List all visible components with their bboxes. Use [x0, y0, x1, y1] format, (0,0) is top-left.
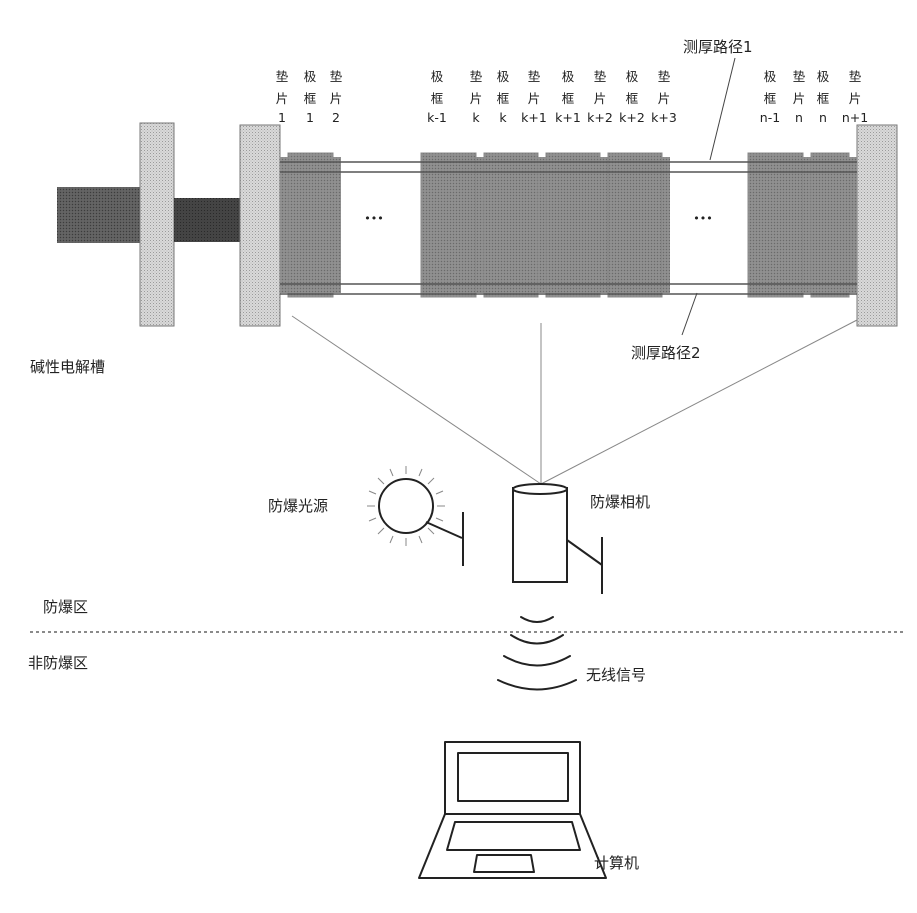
column-label-15-line-3: n+1: [842, 110, 868, 125]
column-label-4-line-2: 框: [431, 91, 444, 106]
light-arm: [426, 522, 462, 538]
connector-shaft: [174, 198, 242, 242]
gasket-k+3: [662, 157, 670, 293]
explosion-proof-light-source: [367, 466, 463, 566]
column-label-10-line-1: 极: [626, 69, 639, 84]
column-label-13-line-3: n: [795, 110, 803, 125]
measurement-path-2: 测厚路径2: [631, 293, 701, 362]
column-label-8-line-1: 极: [562, 69, 575, 84]
frame-k: [484, 153, 538, 297]
column-label-12-line-1: 极: [764, 69, 777, 84]
light-bulb: [379, 479, 433, 533]
column-label-11-line-1: 垫: [658, 69, 671, 84]
column-label-14-line-1: 极: [817, 69, 830, 84]
column-label-10-line-2: 框: [626, 91, 639, 106]
path-1-leader: [710, 58, 735, 160]
column-label-1-line-3: 1: [278, 110, 286, 125]
column-label-7-line-2: 片: [528, 91, 541, 106]
column-label-13-line-1: 垫: [793, 69, 806, 84]
path-2-label: 测厚路径2: [631, 344, 701, 362]
column-label-6-line-1: 极: [497, 69, 510, 84]
column-label-5-line-3: k: [472, 110, 480, 125]
computer-icon: [419, 742, 606, 878]
frame-n-1: [748, 153, 803, 297]
column-label-9-line-3: k+2: [587, 110, 613, 125]
gasket-n+1: [849, 157, 857, 293]
column-label-3-line-3: 2: [332, 110, 340, 125]
ellipsis-box-2: [670, 160, 748, 290]
column-label-10-line-3: k+2: [619, 110, 645, 125]
column-label-11-line-3: k+3: [651, 110, 677, 125]
gasket-k+1: [538, 157, 546, 293]
column-label-15-line-1: 垫: [849, 69, 862, 84]
gasket-n: [803, 157, 811, 293]
column-label-1-line-2: 片: [276, 91, 289, 106]
column-label-5-line-1: 垫: [470, 69, 483, 84]
wireless-signal-label: 无线信号: [586, 666, 646, 684]
column-label-8-line-2: 框: [562, 91, 575, 106]
explosion-proof-camera: [513, 484, 602, 594]
end-plate-right: [857, 125, 897, 326]
column-label-4-line-3: k-1: [427, 110, 447, 125]
non-explosion-zone-label: 非防爆区: [28, 654, 88, 672]
column-label-7-line-3: k+1: [521, 110, 547, 125]
column-label-3-line-1: 垫: [330, 69, 343, 84]
ellipsis-box-1: [341, 160, 421, 290]
column-label-8-line-3: k+1: [555, 110, 581, 125]
column-label-12-line-3: n-1: [760, 110, 780, 125]
ellipsis-2: •••: [693, 212, 712, 225]
column-label-14-line-3: n: [819, 110, 827, 125]
camera-label: 防爆相机: [590, 493, 650, 511]
alkaline-electrolyzer: ••• •••: [57, 123, 897, 326]
camera-view-lines: [292, 316, 857, 484]
camera-arm: [567, 540, 602, 565]
column-label-6-line-3: k: [499, 110, 507, 125]
column-label-11-line-2: 片: [658, 91, 671, 106]
measurement-path-1: 测厚路径1: [683, 38, 753, 160]
column-label-2-line-2: 框: [304, 91, 317, 106]
frame-1: [288, 153, 333, 297]
column-label-7-line-1: 垫: [528, 69, 541, 84]
column-label-3-line-2: 片: [330, 91, 343, 106]
column-label-5-line-2: 片: [470, 91, 483, 106]
motor-body: [57, 187, 142, 243]
column-label-15-line-2: 片: [849, 91, 862, 106]
gasket-2: [333, 157, 341, 293]
column-label-14-line-2: 框: [817, 91, 830, 106]
electrolyzer-label: 碱性电解槽: [30, 358, 105, 376]
column-label-9-line-1: 垫: [594, 69, 607, 84]
frame-k+2: [608, 153, 662, 297]
column-label-12-line-2: 框: [764, 91, 777, 106]
camera-lens: [513, 484, 567, 494]
end-flange-left: [140, 123, 174, 326]
column-label-13-line-2: 片: [793, 91, 806, 106]
column-labels: 垫片1极框1垫片2极框k-1垫片k极框k垫片k+1极框k+1垫片k+2极框k+2…: [276, 69, 868, 125]
gasket-k+2: [600, 157, 608, 293]
end-plate-left: [240, 125, 280, 326]
path-2-leader: [682, 293, 697, 335]
wireless-signal-icon: [498, 617, 576, 690]
gasket-k: [476, 157, 484, 293]
column-label-2-line-3: 1: [306, 110, 314, 125]
frame-n: [811, 153, 849, 297]
frame-k-1: [421, 153, 476, 297]
explosion-zone-label: 防爆区: [43, 598, 88, 616]
light-source-label: 防爆光源: [268, 497, 328, 515]
column-label-1-line-1: 垫: [276, 69, 289, 84]
column-label-4-line-1: 极: [431, 69, 444, 84]
path-1-label: 测厚路径1: [683, 38, 753, 56]
column-label-6-line-2: 框: [497, 91, 510, 106]
column-label-2-line-1: 极: [304, 69, 317, 84]
computer-label: 计算机: [594, 854, 639, 872]
gasket-1: [280, 157, 288, 293]
frame-k+1: [546, 153, 600, 297]
ellipsis-1: •••: [364, 212, 383, 225]
camera-body: [513, 488, 567, 582]
column-label-9-line-2: 片: [594, 91, 607, 106]
